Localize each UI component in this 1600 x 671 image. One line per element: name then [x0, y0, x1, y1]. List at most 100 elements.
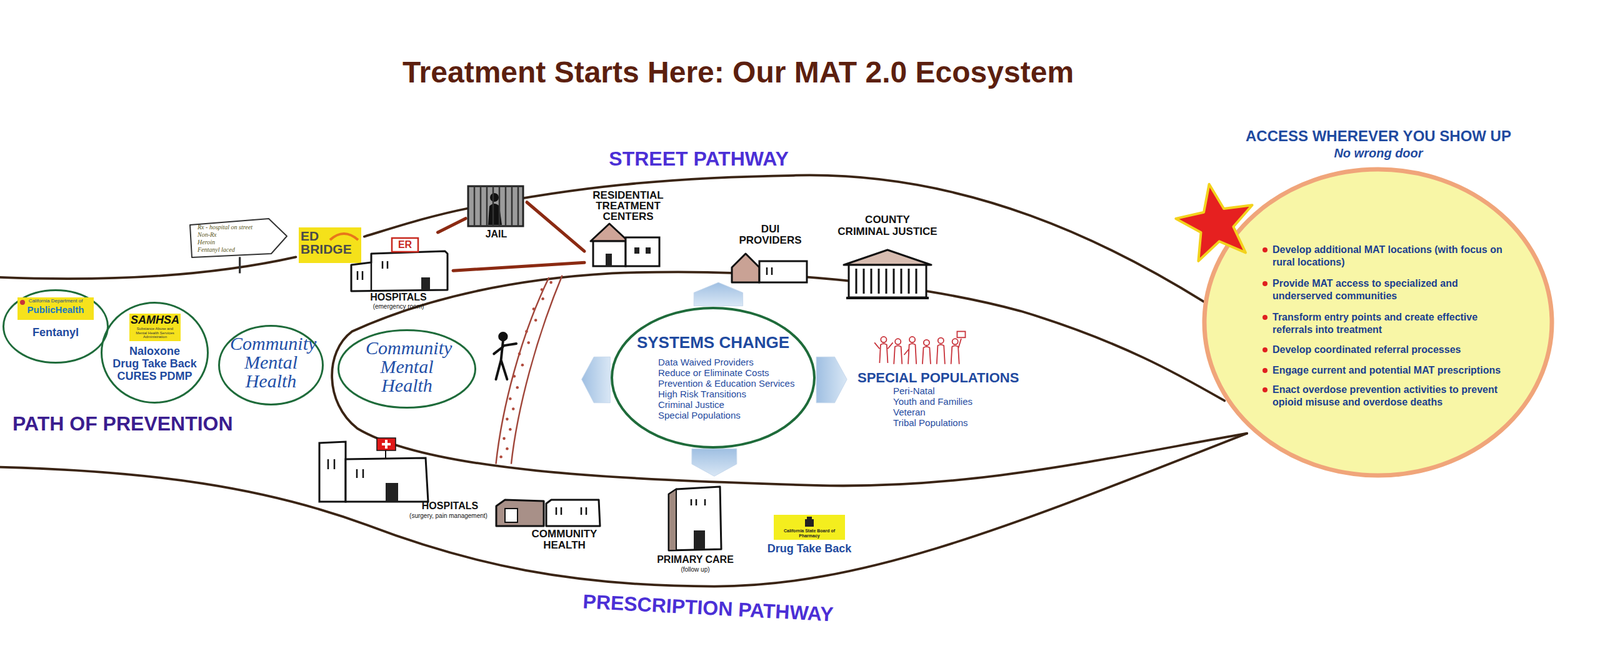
illustration-part — [490, 193, 499, 202]
node-heading: Community Mental Health — [230, 334, 312, 391]
node-heading: Community Mental Health — [365, 338, 449, 395]
node-text: Develop additional MAT locations (with f… — [1272, 243, 1509, 269]
ellipse-node: SYSTEMS CHANGE Data Waived ProvidersReduc… — [610, 306, 817, 450]
node-heading: COUNTY — [825, 213, 950, 227]
illustration-part — [816, 356, 847, 403]
illustration-part — [364, 175, 1205, 302]
node-text: Fentanyl laced — [197, 246, 235, 254]
diagram-title: Treatment Starts Here: Our MAT 2.0 Ecosy… — [363, 55, 1114, 90]
illustration-part — [17, 297, 94, 320]
bullet-dot — [1262, 387, 1268, 393]
bullet-dot — [1262, 315, 1268, 320]
node-text: (surgery, pain management) — [393, 512, 504, 520]
illustration-part — [593, 241, 626, 267]
illustration-part — [874, 342, 893, 364]
illustration-part — [330, 233, 359, 240]
road-line — [0, 175, 1247, 587]
node-heading: Rx - hospital on street — [197, 223, 253, 231]
illustration-part — [668, 486, 722, 551]
node-text: Heroin — [197, 238, 215, 246]
node-text: PublicHealth — [17, 304, 94, 315]
illustration-part — [605, 253, 612, 267]
illustration-part — [525, 330, 529, 334]
illustration-part — [759, 261, 807, 283]
illustration-part — [511, 275, 563, 465]
illustration-part — [1204, 169, 1552, 476]
node-text: Drug Take Back — [100, 357, 210, 371]
illustration-part — [438, 218, 467, 233]
node-heading: HOSPITALS — [343, 291, 454, 304]
illustration-part — [904, 343, 917, 365]
node-text: Provide MAT access to specialized and un… — [1272, 277, 1509, 303]
illustration-part — [909, 336, 915, 343]
node-text: Develop coordinated referral processes — [1272, 343, 1509, 357]
illustration-part — [952, 338, 959, 345]
illustration-part — [541, 297, 545, 301]
connector-line — [526, 202, 585, 252]
illustration-part — [328, 459, 364, 479]
illustrated-node: California State Board of PharmacyDrug T… — [759, 512, 860, 558]
illustration-part — [951, 338, 962, 365]
population-label: Veteran — [893, 406, 926, 418]
illustration-part — [549, 281, 553, 285]
illustration-part — [805, 516, 814, 527]
illustration-part — [532, 307, 536, 311]
node-heading: JAIL — [465, 228, 527, 240]
ellipse-node: Community Mental Health — [336, 328, 477, 410]
ellipse-node: SAMHSASubstance Abuse and Mental Health … — [100, 301, 210, 405]
illustration-part — [508, 397, 512, 401]
node-heading: SAMHSA — [129, 313, 181, 327]
node-text: Transform entry points and create effect… — [1272, 311, 1509, 337]
node-text: Engage current and potential MAT prescri… — [1272, 364, 1509, 377]
node-text: No wrong door — [1201, 146, 1555, 161]
bullet-dot — [1262, 247, 1268, 253]
node-text: Reduce or Eliminate Costs — [658, 368, 770, 379]
node-text: Prevention & Education Services — [658, 378, 795, 390]
illustration-part — [1175, 184, 1252, 262]
node-heading: ER — [391, 239, 419, 251]
ellipse-node: Community Mental Health — [217, 324, 325, 407]
illustration-part — [385, 450, 387, 460]
node-text: Criminal Justice — [658, 400, 725, 411]
node-text: (emergency room) — [343, 303, 454, 311]
illustration-part — [693, 530, 705, 550]
illustration-part — [848, 265, 927, 298]
illustration-part — [766, 267, 772, 275]
illustration-part — [298, 227, 362, 264]
illustration-part — [319, 441, 346, 502]
node-text: Special Populations — [658, 410, 741, 422]
node-heading: California State Board of Pharmacy — [773, 528, 845, 539]
node-heading: ED BRIDGE — [300, 229, 361, 257]
illustrated-node: HOSPITALS(surgery, pain management) — [315, 434, 504, 525]
illustration-part — [956, 331, 965, 338]
illustration-part — [505, 418, 509, 422]
node-shape — [315, 434, 504, 525]
node-text: Substance Abuse and Mental Health Servic… — [130, 326, 180, 340]
illustration-part — [331, 271, 1247, 486]
walking-person — [493, 333, 517, 380]
connector-line — [453, 262, 585, 271]
ellipse-node: ACCESS WHEREVER YOU SHOW UPNo wrong door… — [1201, 122, 1555, 480]
node-text: Drug Take Back — [759, 542, 860, 556]
illustrated-node: COUNTYCRIMINAL JUSTICE — [825, 212, 950, 302]
bullet-dot — [1262, 368, 1268, 374]
population-label: Youth and Families — [893, 396, 973, 407]
illustrated-node: HOSPITALS(emergency room) ER — [343, 232, 454, 313]
illustration-part — [526, 341, 530, 345]
node-heading: COMMUNITY HEALTH — [523, 528, 605, 552]
illustration-part — [611, 308, 815, 448]
illustration-part — [190, 218, 287, 258]
illustration-part — [938, 338, 944, 344]
illustration-part — [691, 499, 705, 506]
node-text: (follow up) — [650, 566, 741, 574]
pathway-label: PATH OF PREVENTION — [12, 412, 234, 436]
illustration-part — [625, 237, 660, 267]
illustration-part — [505, 508, 518, 523]
illustration-part — [936, 345, 945, 365]
illustration-part — [474, 186, 519, 227]
node-text: Data Waived Providers — [658, 357, 754, 369]
node-heading: PRIMARY CARE — [650, 554, 741, 566]
node-heading: SYSTEMS CHANGE — [610, 333, 817, 353]
illustration-part — [385, 483, 399, 502]
